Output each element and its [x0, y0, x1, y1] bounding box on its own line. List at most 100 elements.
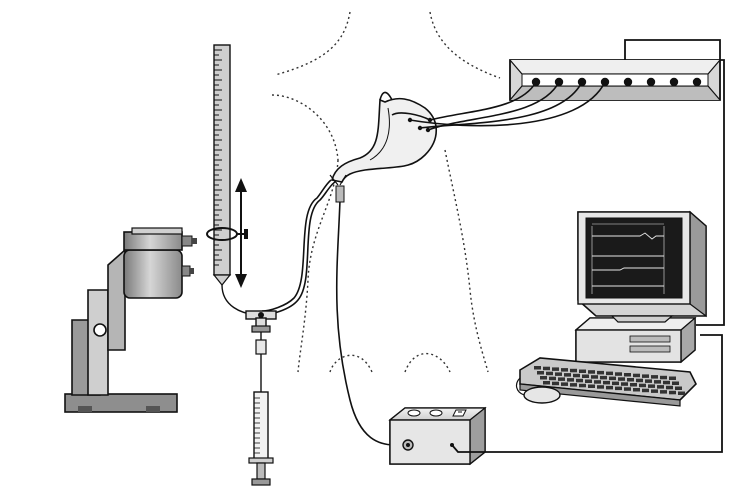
keyboard-key — [627, 378, 634, 382]
keyboard-key — [657, 385, 664, 389]
contact-3 — [425, 127, 431, 133]
dial-icon — [429, 409, 443, 417]
wire-5 — [391, 112, 431, 121]
keyboard-key — [615, 386, 622, 391]
wire-3 — [419, 81, 583, 129]
shoulder-left-outline — [271, 94, 339, 161]
dotted-torso-outline — [271, 11, 501, 373]
keyboard-key — [579, 383, 586, 388]
keyboard-key — [651, 389, 658, 393]
keyboard-key — [678, 391, 685, 395]
keyboard-key — [549, 376, 556, 381]
keyboard-key — [543, 381, 550, 385]
graduated-manometer-column — [206, 44, 263, 316]
trace-3 — [592, 267, 664, 271]
neck-right-outline — [429, 11, 501, 79]
contact-1 — [407, 117, 413, 123]
keyboard-key — [537, 371, 544, 375]
keyboard-key — [633, 388, 640, 392]
keyboard-key — [624, 373, 631, 377]
keyboard-key — [573, 373, 580, 378]
keyboard-key — [585, 379, 592, 383]
keyboard-key — [639, 383, 646, 388]
double-arrow-icon — [235, 178, 247, 288]
keyboard-key — [672, 381, 679, 385]
electrode-connector-box — [509, 59, 721, 101]
keyboard-key — [558, 377, 565, 381]
keyboard-key — [666, 385, 673, 390]
keyboard-key — [579, 369, 586, 373]
keyboard-key — [675, 386, 682, 390]
keyboard-key — [561, 382, 568, 386]
electrode-contacts — [407, 117, 433, 133]
catheter-clip — [329, 174, 347, 203]
keyboard-key — [594, 380, 601, 384]
keyboard-key — [642, 388, 649, 393]
leg-left-outline — [329, 354, 373, 373]
keyboard-key — [654, 380, 661, 384]
clamp-cylinder — [123, 249, 183, 299]
three-way-stopcock — [245, 310, 277, 372]
keyboard-key — [669, 376, 676, 380]
leg-right-outline — [404, 352, 451, 373]
keyboard-key — [555, 372, 562, 376]
syringe — [248, 372, 274, 486]
computer-workstation — [515, 210, 707, 407]
esophagus — [379, 91, 393, 101]
keyboard-key — [543, 366, 550, 371]
keyboard-key — [564, 373, 571, 377]
keyboard-key — [561, 368, 568, 372]
keyboard-key — [618, 377, 625, 381]
keyboard-key — [636, 378, 643, 383]
jack-6 — [646, 77, 656, 87]
jack-7 — [669, 77, 679, 87]
mouse — [523, 386, 561, 404]
wire-4 — [409, 81, 606, 127]
contact-2 — [417, 125, 423, 131]
switch-icon — [452, 409, 467, 417]
keyboard-key — [645, 379, 652, 383]
jack-8 — [692, 77, 702, 87]
keyboard-key — [552, 367, 559, 371]
contact-4 — [427, 117, 433, 123]
keyboard-key — [669, 390, 676, 395]
keyboard-key — [648, 384, 655, 388]
keyboard-key — [582, 374, 589, 378]
catheter-to-amplifier — [335, 199, 396, 446]
wire-1 — [429, 81, 537, 121]
stomach — [331, 91, 438, 183]
keyboard-key — [651, 375, 658, 379]
keyboard-key — [567, 378, 574, 382]
dial-icon — [407, 409, 421, 417]
electrode-wires — [391, 81, 606, 131]
keyboard-key — [606, 385, 613, 390]
keyboard-key — [624, 387, 631, 391]
keyboard-key — [588, 384, 595, 388]
keyboard-key — [534, 366, 541, 370]
trace-1 — [592, 232, 664, 240]
torso-left-outline — [297, 159, 339, 373]
keyboard-key — [603, 380, 610, 385]
keyboard-key — [660, 390, 667, 394]
neck-left-outline — [274, 11, 351, 76]
manometer-scale — [214, 49, 222, 266]
keyboard-key — [630, 383, 637, 387]
keyboard-key — [606, 371, 613, 376]
keyboard-key — [552, 381, 559, 386]
monitor-traces — [591, 223, 665, 294]
keyboard-key — [591, 375, 598, 379]
keyboard-key — [600, 375, 607, 380]
knob-icon — [93, 323, 107, 337]
keyboard-key — [588, 370, 595, 374]
catheter-tubing — [261, 179, 396, 446]
keyboard-key — [663, 380, 670, 385]
right-cable — [696, 59, 725, 326]
jack-5 — [623, 77, 633, 87]
keyboard-key — [633, 373, 640, 378]
keyboard-key — [597, 385, 604, 389]
torso-right-outline — [444, 149, 489, 373]
stomach-outline — [331, 97, 438, 183]
keyboard-key — [597, 370, 604, 375]
syringe-scale — [254, 397, 260, 454]
keyboard-key — [576, 378, 583, 383]
